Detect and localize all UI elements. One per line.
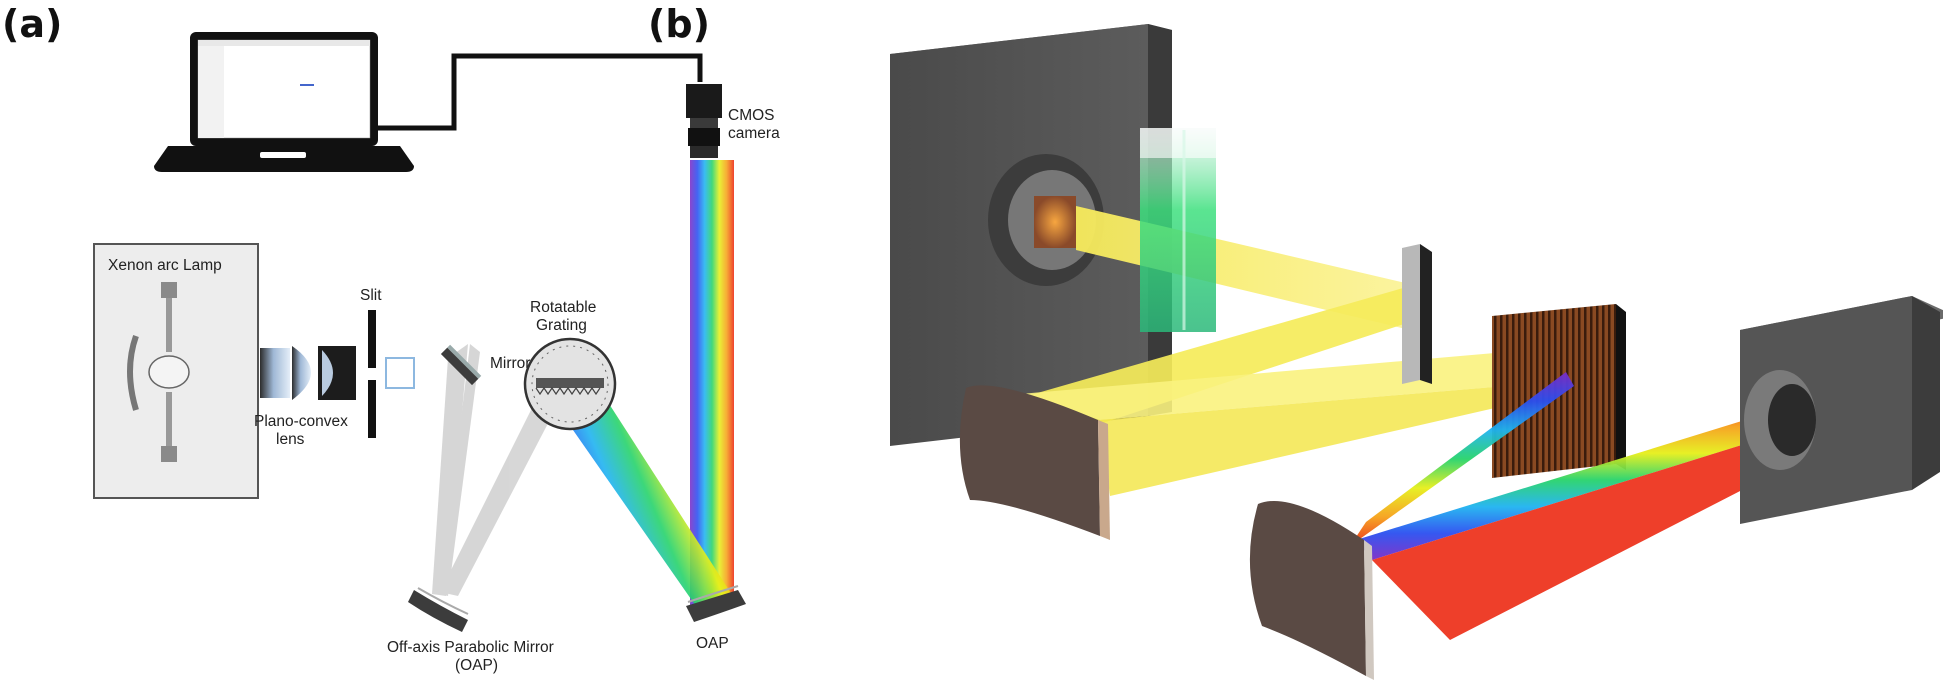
flat-mirror-b-icon (1402, 244, 1432, 384)
rotatable-grating-icon (523, 337, 617, 431)
oap-mirror-right-icon (686, 585, 746, 622)
camera-label-2: camera (728, 125, 780, 142)
dispersed-beam-2 (1356, 400, 1822, 560)
cmos-camera-icon (686, 84, 722, 158)
light-source-box (890, 24, 1172, 446)
panel-b-label: (b) (648, 2, 710, 46)
concave-mirror-2-icon (1249, 500, 1374, 680)
panel-a-label: (a) (2, 2, 63, 46)
camera-label-1: CMOS (728, 107, 775, 124)
panel-a-diagram: CMOS camera Xenon arc Lamp (93, 32, 780, 674)
panel-b-render (890, 24, 1943, 680)
laptop-icon (154, 32, 414, 172)
lens-label-2: lens (276, 431, 305, 448)
vertical-dispersed-beam (690, 160, 734, 605)
red-beam (1372, 420, 1822, 640)
focus-box (385, 357, 415, 389)
grating-label-2: Grating (536, 317, 587, 334)
concave-mirror-1-icon (959, 385, 1110, 540)
camera-box-b (1740, 296, 1943, 524)
flat-mirror-icon (440, 344, 482, 386)
slit-icon (368, 310, 376, 438)
diagonal-dispersed-beam (566, 396, 738, 612)
cuvette-icon (1140, 128, 1216, 332)
oap-left-label-1: Off-axis Parabolic Mirror (387, 639, 554, 656)
usb-cable (378, 53, 703, 131)
oap-right-label: OAP (696, 635, 729, 652)
oap-mirror-left-icon (408, 587, 469, 632)
mirror-label: Mirror (490, 355, 530, 372)
lamp-label: Xenon arc Lamp (108, 257, 222, 274)
grating-label-1: Rotatable (530, 299, 596, 316)
oap-left-label-2: (OAP) (455, 657, 498, 674)
lens-label-1: Plano-convex (254, 413, 348, 430)
xenon-lamp-housing (93, 243, 259, 499)
dispersed-beam-1 (1350, 372, 1574, 546)
slit-label: Slit (360, 287, 382, 304)
plano-convex-lens-icon (260, 346, 356, 400)
